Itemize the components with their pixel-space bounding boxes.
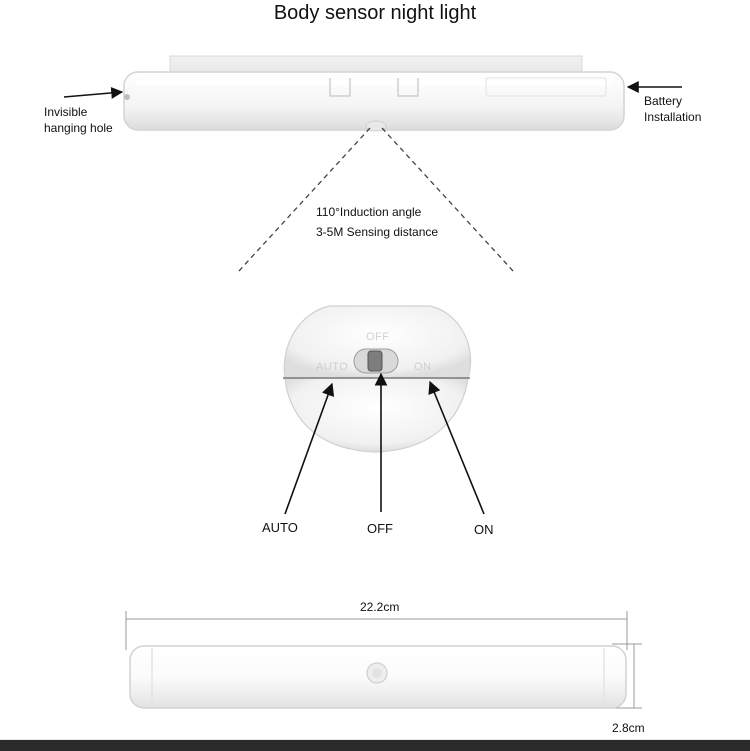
hanging-hole — [124, 94, 130, 100]
battery-label: Battery Installation — [644, 93, 701, 125]
auto-arrow — [284, 382, 335, 515]
induction-angle-text: 110°Induction angle — [316, 205, 422, 219]
switch-closeup — [283, 305, 472, 453]
battery-label-line2: Installation — [644, 110, 702, 124]
pir-sensor-top — [365, 120, 387, 132]
detection-cone-left — [237, 127, 371, 273]
top-light-bar — [123, 55, 625, 132]
disc-bottom — [284, 377, 469, 453]
battery-cover — [485, 77, 607, 97]
height-label: 2.8cm — [612, 721, 645, 735]
off-callout-label: OFF — [367, 521, 393, 536]
clip-slot-left — [329, 78, 351, 97]
switch-knob — [367, 350, 383, 372]
length-dimension — [125, 611, 628, 650]
bottom-border — [0, 739, 750, 751]
hanging-hole-label: Invisible hanging hole — [44, 104, 113, 136]
height-dimension — [612, 643, 642, 709]
auto-callout-label: AUTO — [262, 520, 298, 535]
hanging-hole-label-line1: Invisible — [44, 105, 88, 119]
hanging-hole-label-line2: hanging hole — [44, 121, 113, 135]
disc-top — [283, 305, 472, 379]
switch-mark-auto: AUTO — [316, 361, 349, 373]
battery-label-line1: Battery — [644, 94, 683, 108]
sensing-distance-text: 3-5M Sensing distance — [316, 225, 439, 239]
page-title: Body sensor night light — [273, 2, 477, 24]
hanging-hole-arrow — [63, 86, 124, 99]
bottom-light-bar — [129, 645, 627, 709]
detection-label: 110°Induction angle 3-5M Sensing distanc… — [316, 202, 438, 242]
detection-cone-right — [381, 127, 515, 273]
on-arrow — [428, 380, 485, 515]
switch-mark-on: ON — [414, 361, 432, 373]
clip-slot-right — [397, 78, 419, 97]
on-callout-label: ON — [474, 522, 494, 537]
switch-mark-off: OFF — [366, 331, 390, 343]
length-label: 22.2cm — [360, 600, 400, 614]
